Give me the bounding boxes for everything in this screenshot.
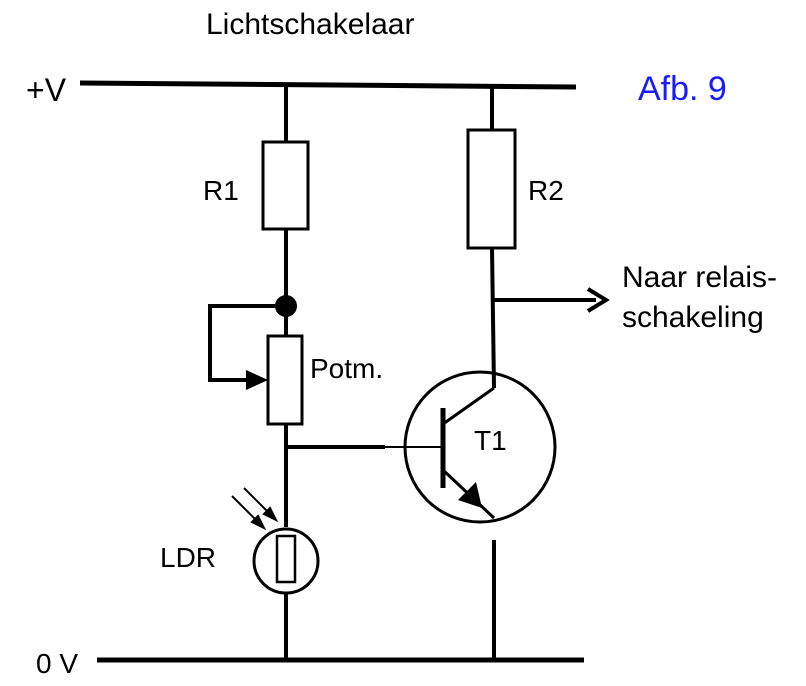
wiper-arrowhead: [246, 370, 268, 390]
supply-rail: [79, 80, 577, 90]
output-arrowhead: [586, 287, 610, 313]
potentiometer-label: Potm.: [310, 353, 383, 384]
r2-label: R2: [528, 175, 564, 206]
ground-label: 0 V: [36, 648, 78, 679]
wiper-loop: [208, 304, 286, 382]
resistor-r2: [466, 128, 517, 250]
diagram-title: Lichtschakelaar: [206, 8, 414, 41]
output-label-line1: Naar relais-: [622, 261, 777, 294]
ldr-label: LDR: [160, 542, 216, 573]
transistor-label: T1: [474, 425, 507, 456]
ldr-body: [275, 534, 297, 584]
supply-label: +V: [26, 72, 67, 108]
potentiometer: [266, 334, 304, 426]
wire-r2-collector: [490, 247, 496, 389]
resistor-r1: [261, 140, 310, 231]
figure-label: Afb. 9: [638, 70, 727, 108]
emitter-arrowhead: [458, 482, 482, 508]
output-label-line2: schakeling: [622, 301, 764, 334]
light-arrows-icon: [231, 487, 279, 531]
r1-label: R1: [203, 175, 239, 206]
transistor-collector: [442, 386, 495, 426]
